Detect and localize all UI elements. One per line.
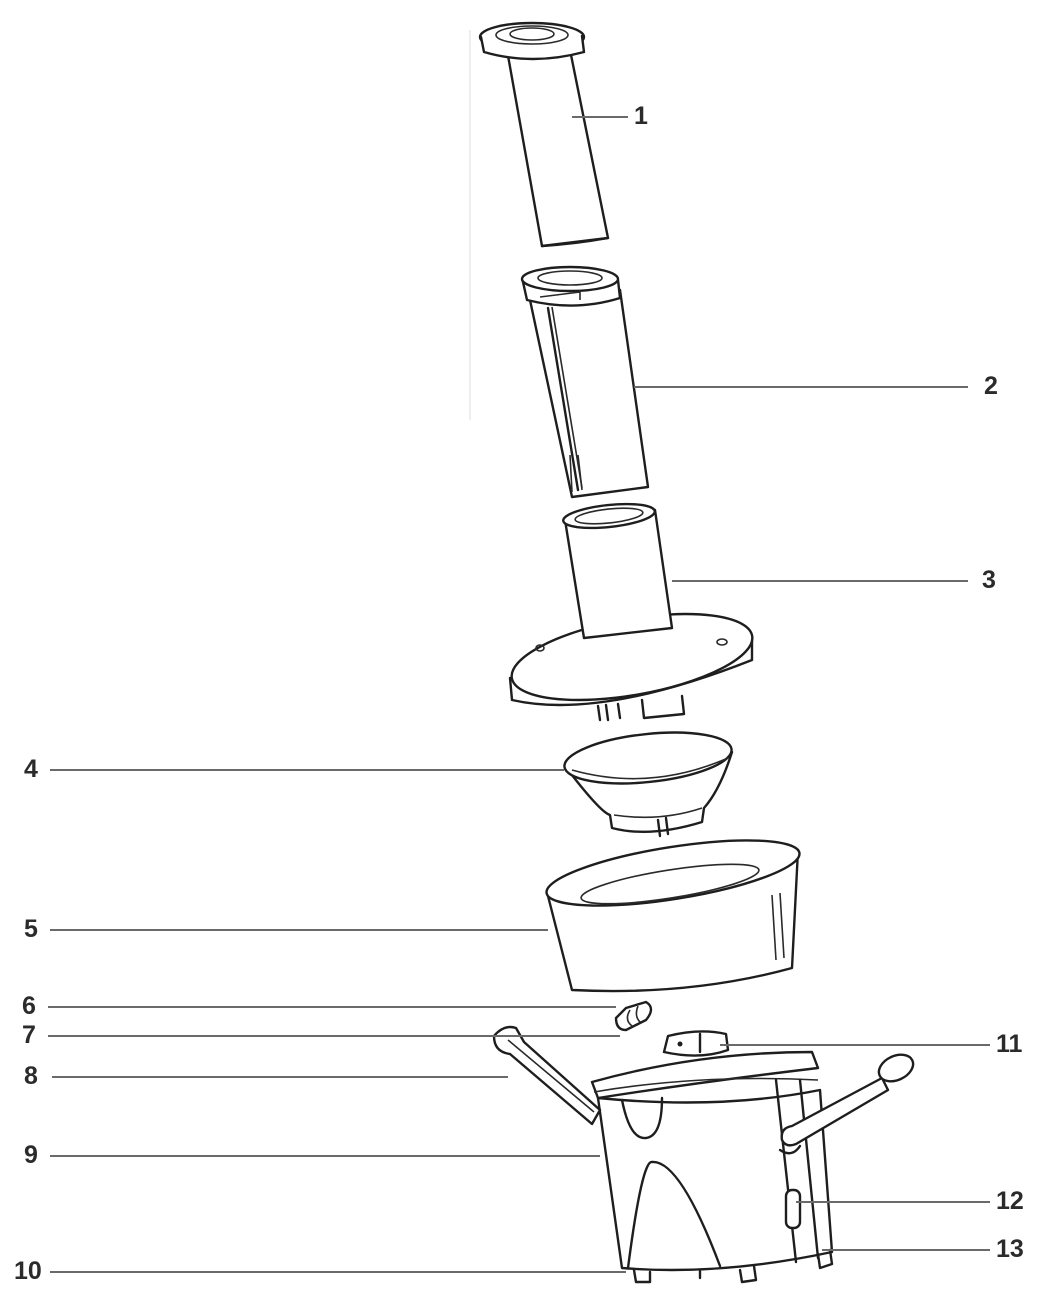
callout-13: 13 [996,1235,1024,1263]
callout-7: 7 [22,1021,36,1049]
callout-10: 10 [14,1257,42,1285]
part-4-auger [563,731,734,838]
callout-1: 1 [634,102,648,130]
part-9-motor-base [590,1050,834,1284]
callout-9: 9 [24,1141,38,1169]
right-locking-arm [780,1053,915,1147]
part-8-left-arm [492,1025,602,1126]
callout-6: 6 [22,992,36,1020]
part-2-feed-chute [520,265,650,499]
callout-4: 4 [24,755,38,783]
part-1-food-pusher [478,21,610,248]
part-11-drive-shaft [662,1030,730,1057]
part-6-7-spout [614,1000,653,1032]
part-3-lid [508,502,754,722]
part-5-juicing-bowl [545,839,801,993]
callout-2: 2 [984,372,998,400]
callout-12: 12 [996,1187,1024,1215]
callout-5: 5 [24,915,38,943]
callout-3: 3 [982,566,996,594]
callout-11: 11 [996,1030,1023,1058]
callout-8: 8 [24,1062,38,1090]
leader-lines [48,116,990,1273]
